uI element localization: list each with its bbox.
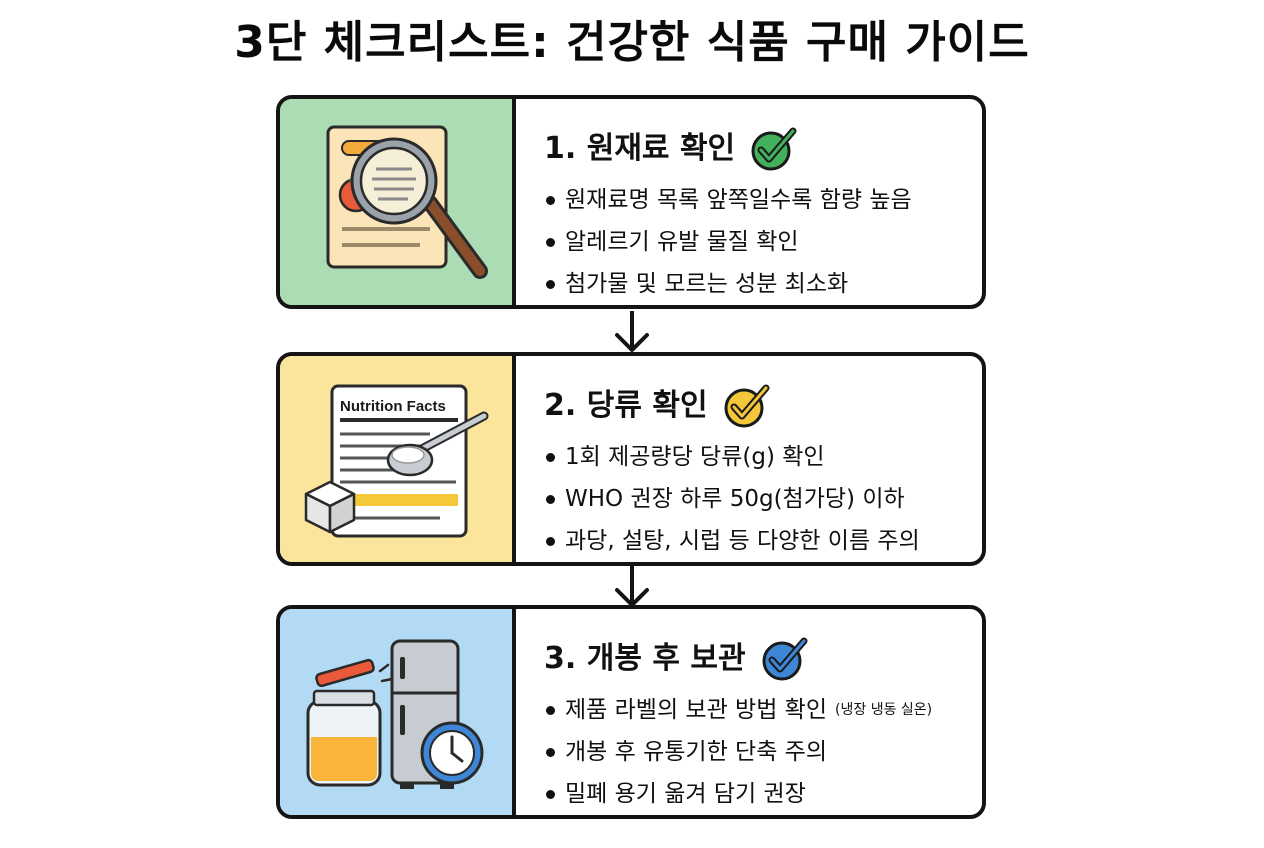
yellow-check-icon bbox=[724, 384, 770, 428]
step-heading-text: 3. 개봉 후 보관 bbox=[544, 641, 746, 676]
list-item-text: 1회 제공량당 당류(g) 확인 bbox=[565, 444, 825, 470]
bullet-dot bbox=[546, 279, 555, 289]
step-content: 2. 당류 확인 1회 제공량당 당류(g) 확인 WHO 권장 하루 50g(… bbox=[544, 356, 974, 562]
nutrition-facts-label: Nutrition Facts bbox=[340, 398, 446, 415]
step-heading: 2. 당류 확인 bbox=[544, 382, 770, 430]
bullet-dot bbox=[546, 747, 555, 757]
bullet-dot bbox=[546, 237, 555, 247]
list-item: 1회 제공량당 당류(g) 확인 bbox=[544, 436, 920, 478]
list-item-text: 원재료명 목록 앞쪽일수록 함량 높음 bbox=[565, 187, 912, 213]
list-item: 제품 라벨의 보관 방법 확인 (냉장 냉동 실온) bbox=[544, 689, 932, 731]
step-heading-text: 2. 당류 확인 bbox=[544, 388, 708, 423]
icon-panel bbox=[280, 99, 516, 305]
step-card-ingredients: 1. 원재료 확인 원재료명 목록 앞쪽일수록 함량 높음 알레르기 유발 물질… bbox=[276, 95, 986, 309]
list-item-text: 개봉 후 유통기한 단축 주의 bbox=[565, 739, 828, 765]
list-item: 원재료명 목록 앞쪽일수록 함량 높음 bbox=[544, 179, 912, 221]
nutrition-facts-sugar-icon: Nutrition Facts bbox=[304, 384, 489, 538]
bullet-list: 제품 라벨의 보관 방법 확인 (냉장 냉동 실온) 개봉 후 유통기한 단축 주… bbox=[544, 689, 932, 815]
down-arrow-icon bbox=[615, 311, 649, 352]
bullet-dot bbox=[546, 536, 555, 546]
list-item: 밀폐 용기 옮겨 담기 권장 bbox=[544, 773, 932, 815]
list-item: WHO 권장 하루 50g(첨가당) 이하 bbox=[544, 478, 920, 520]
step-content: 3. 개봉 후 보관 제품 라벨의 보관 방법 확인 (냉장 냉동 실온) 개봉 … bbox=[544, 609, 974, 815]
bullet-dot bbox=[546, 452, 555, 462]
icon-panel bbox=[280, 609, 516, 815]
list-item-note: (냉장 냉동 실온) bbox=[835, 702, 933, 718]
list-item-text: 밀폐 용기 옮겨 담기 권장 bbox=[565, 781, 806, 807]
bullet-dot bbox=[546, 195, 555, 205]
list-item: 알레르기 유발 물질 확인 bbox=[544, 221, 912, 263]
blue-check-icon bbox=[762, 637, 808, 681]
list-item-text: 알레르기 유발 물질 확인 bbox=[565, 229, 799, 255]
icon-panel: Nutrition Facts bbox=[280, 356, 516, 562]
bullet-dot bbox=[546, 705, 555, 715]
step-content: 1. 원재료 확인 원재료명 목록 앞쪽일수록 함량 높음 알레르기 유발 물질… bbox=[544, 99, 974, 305]
green-check-icon bbox=[751, 127, 797, 171]
jar-fridge-clock-icon bbox=[306, 639, 484, 789]
list-item-text: 제품 라벨의 보관 방법 확인 bbox=[565, 697, 828, 723]
step-card-storage: 3. 개봉 후 보관 제품 라벨의 보관 방법 확인 (냉장 냉동 실온) 개봉 … bbox=[276, 605, 986, 819]
step-card-sugar: Nutrition Facts 2. 당류 확인 bbox=[276, 352, 986, 566]
bullet-dot bbox=[546, 789, 555, 799]
bullet-list: 1회 제공량당 당류(g) 확인 WHO 권장 하루 50g(첨가당) 이하 과… bbox=[544, 436, 920, 562]
magnifier-over-ingredient-list-icon bbox=[326, 125, 488, 279]
down-arrow-icon bbox=[615, 566, 649, 607]
step-heading-text: 1. 원재료 확인 bbox=[544, 131, 736, 166]
step-heading: 3. 개봉 후 보관 bbox=[544, 635, 808, 683]
list-item: 첨가물 및 모르는 성분 최소화 bbox=[544, 263, 912, 305]
bullet-list: 원재료명 목록 앞쪽일수록 함량 높음 알레르기 유발 물질 확인 첨가물 및 … bbox=[544, 179, 912, 305]
bullet-dot bbox=[546, 494, 555, 504]
page-title: 3단 체크리스트: 건강한 식품 구매 가이드 bbox=[234, 17, 1030, 68]
list-item: 과당, 설탕, 시럽 등 다양한 이름 주의 bbox=[544, 520, 920, 562]
list-item-text: 과당, 설탕, 시럽 등 다양한 이름 주의 bbox=[565, 528, 920, 554]
step-heading: 1. 원재료 확인 bbox=[544, 125, 797, 173]
list-item: 개봉 후 유통기한 단축 주의 bbox=[544, 731, 932, 773]
list-item-text: WHO 권장 하루 50g(첨가당) 이하 bbox=[565, 486, 905, 512]
list-item-text: 첨가물 및 모르는 성분 최소화 bbox=[565, 271, 849, 297]
